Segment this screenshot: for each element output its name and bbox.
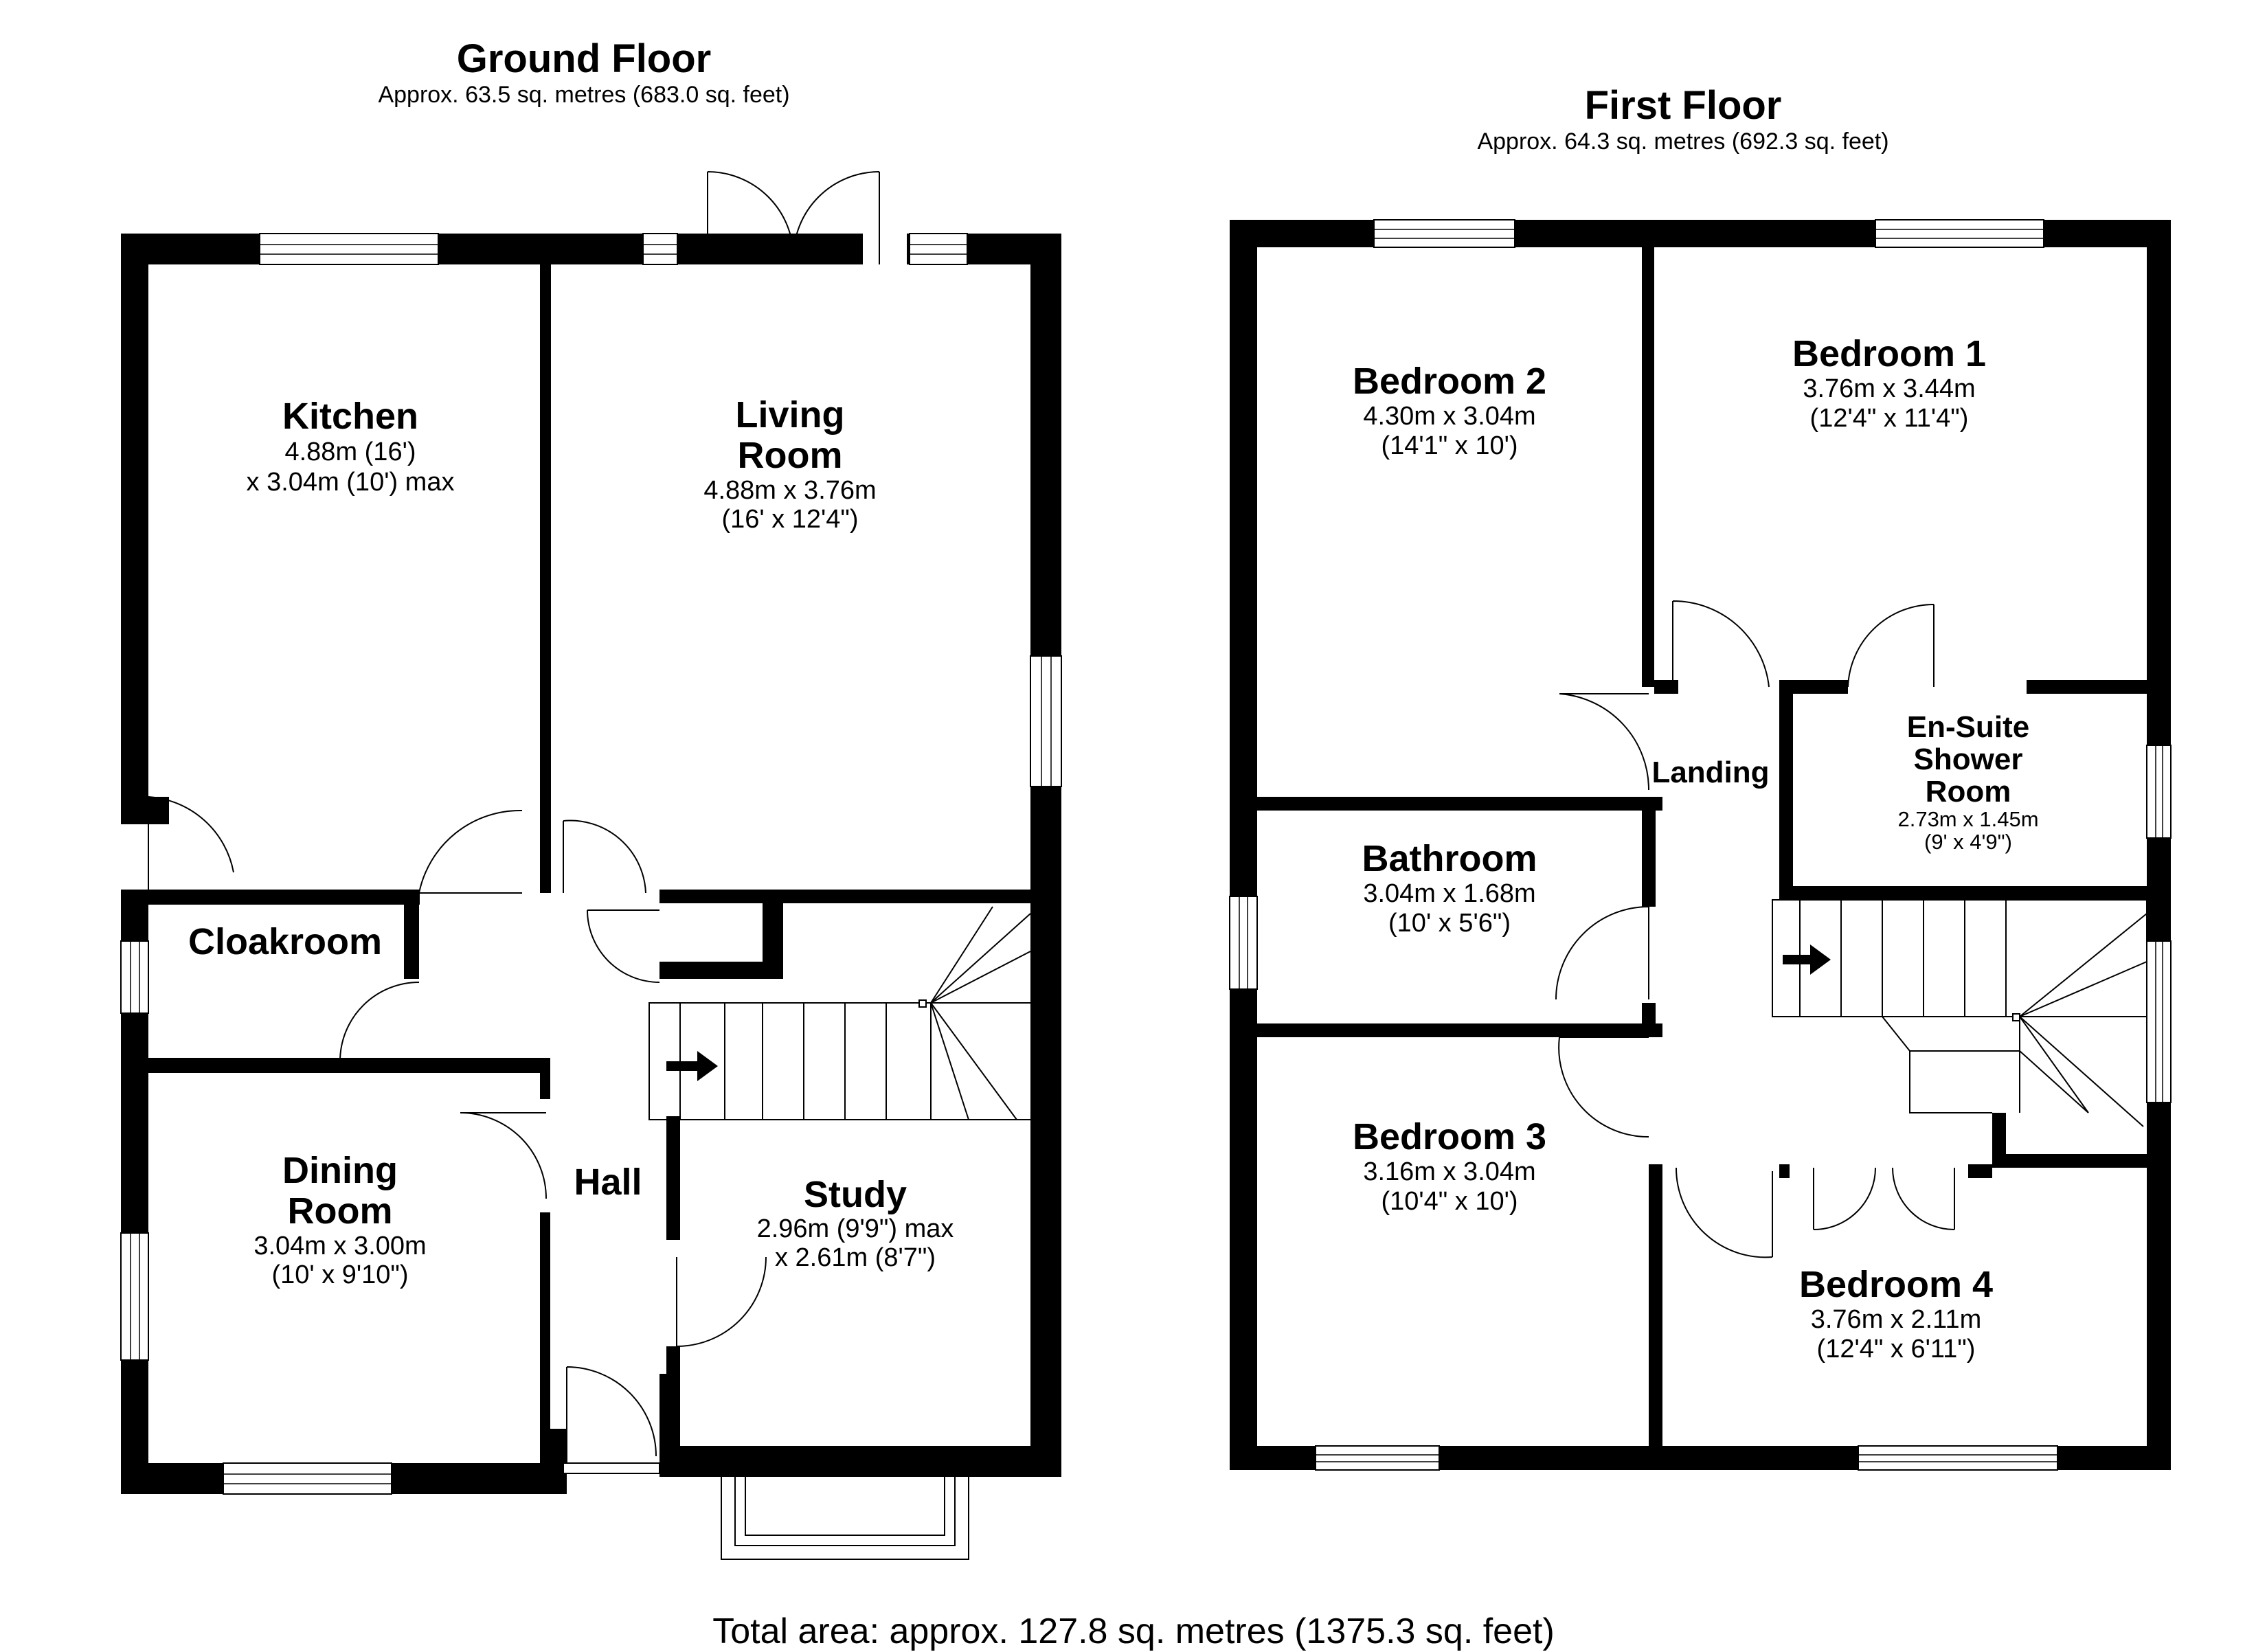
- room-name: Hall: [574, 1162, 642, 1203]
- staircase: [648, 906, 1031, 1120]
- cloakroom-door: [339, 982, 420, 1062]
- bedroom-2-label: Bedroom 2 4.30m x 3.04m (14'1" x 10'): [1278, 361, 1621, 461]
- room-name: Study: [803, 1174, 907, 1215]
- room-name: Bedroom 2: [1352, 361, 1547, 402]
- room-name: Room: [287, 1190, 393, 1232]
- living-room-label: Living Room 4.88m x 3.76m (16' x 12'4"): [618, 394, 962, 534]
- room-dimensions: x 2.61m (8'7"): [774, 1243, 936, 1273]
- window: [120, 940, 149, 1014]
- window: [909, 233, 968, 265]
- room-dimensions: 4.30m x 3.04m: [1363, 402, 1536, 431]
- room-dimensions: (10' x 9'10"): [271, 1260, 409, 1289]
- bedroom-3-label: Bedroom 3 3.16m x 3.04m (10'4" x 10'): [1278, 1116, 1621, 1217]
- staircase: [1772, 899, 2147, 1127]
- room-name: Bathroom: [1362, 838, 1537, 879]
- wardrobe-door: [1892, 1167, 1955, 1230]
- first-floor-plan: [1229, 219, 2172, 1471]
- wardrobe-door: [1813, 1167, 1876, 1230]
- ensuite-door: [1847, 603, 1935, 688]
- room-name: Bedroom 4: [1798, 1264, 1994, 1305]
- room-dimensions: (10' x 5'6"): [1388, 909, 1511, 938]
- window: [1030, 655, 1062, 787]
- room-name: Cloakroom: [188, 921, 383, 962]
- living-door: [563, 819, 646, 894]
- ground-floor-title: Ground Floor: [456, 36, 712, 81]
- room-dimensions: 3.16m x 3.04m: [1363, 1157, 1536, 1187]
- hall-label: Hall: [550, 1161, 666, 1203]
- window: [1858, 1445, 2058, 1471]
- room-dimensions: (12'4" x 11'4"): [1809, 404, 1969, 433]
- room-name: Kitchen: [282, 396, 419, 437]
- room-name: Living: [735, 394, 845, 435]
- room-dimensions: (9' x 4'9"): [1924, 830, 2012, 855]
- room-dimensions: (10'4" x 10'): [1381, 1187, 1518, 1217]
- cloakroom-label: Cloakroom: [155, 920, 416, 963]
- ground-floor-plan: [120, 171, 1062, 1560]
- bedroom1-door: [1672, 600, 1770, 690]
- first-floor-title: First Floor: [1584, 83, 1782, 128]
- ground-floor-area: Approx. 63.5 sq. metres (683.0 sq. feet): [378, 82, 790, 108]
- dining-room-label: Dining Room 3.04m x 3.00m (10' x 9'10"): [158, 1150, 522, 1289]
- bay-window: [721, 1477, 969, 1560]
- room-dimensions: 2.73m x 1.45m: [1897, 807, 2039, 832]
- room-dimensions: (16' x 12'4"): [721, 504, 859, 534]
- window: [120, 1232, 149, 1361]
- bedroom-4-label: Bedroom 4 3.76m x 2.11m (12'4" x 6'11"): [1724, 1264, 2068, 1364]
- room-dimensions: (12'4" x 6'11"): [1816, 1335, 1976, 1364]
- window: [259, 233, 439, 265]
- room-dimensions: 2.96m (9'9") max: [756, 1214, 954, 1244]
- room-dimensions: 4.88m x 3.76m: [703, 475, 877, 505]
- threshold: [563, 1462, 660, 1474]
- room-dimensions: 3.76m x 2.11m: [1810, 1305, 1982, 1335]
- first-floor-header: First Floor Approx. 64.3 sq. metres (692…: [1340, 82, 2027, 155]
- study-door: [676, 1256, 767, 1347]
- ensuite-label: En-Suite Shower Room 2.73m x 1.45m (9' x…: [1796, 711, 2140, 854]
- window: [2146, 940, 2172, 1103]
- total-area: Total area: approx. 127.8 sq. metres (13…: [481, 1611, 1786, 1652]
- landing-label: Landing: [1621, 756, 1800, 790]
- bedroom-1-label: Bedroom 1 3.76m x 3.44m (12'4" x 11'4"): [1717, 333, 2061, 433]
- french-doors: [707, 171, 880, 264]
- study-label: Study 2.96m (9'9") max x 2.61m (8'7"): [687, 1174, 1024, 1273]
- room-name: Dining: [282, 1150, 398, 1191]
- room-name: Bedroom 1: [1792, 333, 1987, 374]
- room-name: Room: [1925, 775, 2011, 809]
- window: [1229, 896, 1258, 990]
- room-dimensions: x 3.04m (10') max: [246, 467, 455, 497]
- window: [223, 1462, 392, 1495]
- first-floor-area: Approx. 64.3 sq. metres (692.3 sq. feet): [1477, 128, 1889, 155]
- kitchen-door: [418, 809, 523, 894]
- bathroom-label: Bathroom 3.04m x 1.68m (10' x 5'6"): [1278, 838, 1621, 938]
- arrow-icon: [1783, 944, 1831, 975]
- bedroom2-door: [1559, 693, 1650, 791]
- room-name: Room: [737, 435, 843, 477]
- bedroom4-door: [1675, 1167, 1773, 1258]
- ground-floor-header: Ground Floor Approx. 63.5 sq. metres (68…: [206, 36, 962, 109]
- kitchen-label: Kitchen 4.88m (16') x 3.04m (10') max: [172, 395, 529, 497]
- arrow-icon: [666, 1051, 718, 1081]
- cupboard-door: [587, 909, 660, 983]
- total-area-text: Total area: approx. 127.8 sq. metres (13…: [712, 1611, 1555, 1651]
- front-door: [566, 1366, 657, 1473]
- room-dimensions: 3.04m x 1.68m: [1363, 879, 1536, 909]
- room-dimensions: (14'1" x 10'): [1381, 431, 1518, 461]
- window: [642, 233, 678, 265]
- bedroom3-door: [1558, 1037, 1649, 1138]
- window: [2146, 745, 2172, 839]
- window: [1875, 219, 2044, 248]
- room-dimensions: 3.04m x 3.00m: [253, 1231, 427, 1260]
- room-name: En-Suite: [1906, 710, 2030, 744]
- side-door: [148, 796, 234, 890]
- room-name: Bedroom 3: [1352, 1116, 1547, 1157]
- room-name: Landing: [1651, 756, 1770, 789]
- window: [1373, 219, 1515, 248]
- window: [1315, 1445, 1440, 1471]
- room-dimensions: 3.76m x 3.44m: [1803, 374, 1976, 404]
- room-dimensions: 4.88m (16'): [284, 438, 416, 467]
- room-name: Shower: [1913, 743, 2023, 777]
- bathroom-door: [1555, 906, 1649, 1000]
- dining-door: [460, 1112, 547, 1199]
